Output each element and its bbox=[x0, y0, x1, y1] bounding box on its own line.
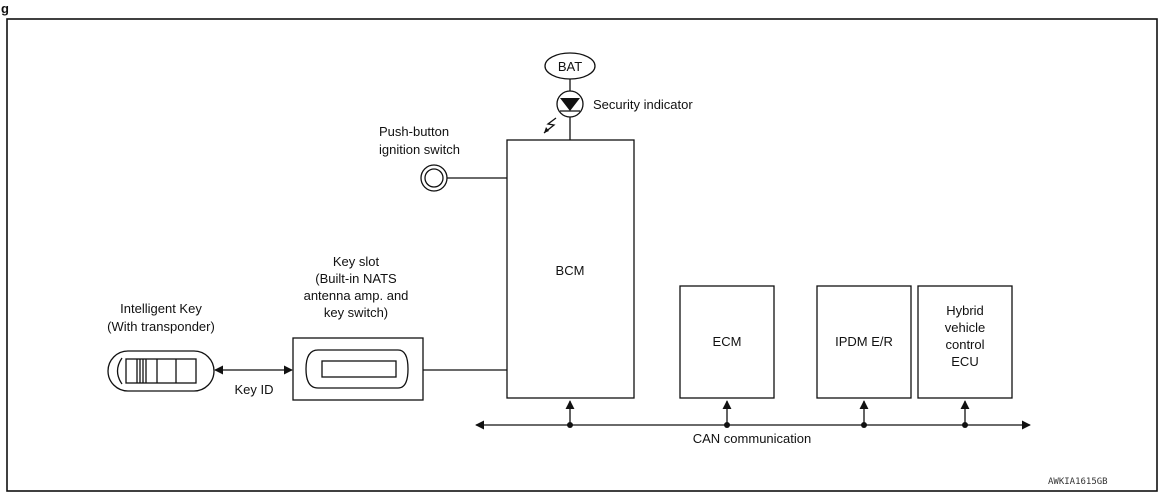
key-id-label: Key ID bbox=[234, 382, 273, 397]
intelligent-key-label-1: Intelligent Key bbox=[120, 301, 202, 316]
key-slot-label-1: Key slot bbox=[333, 254, 380, 269]
key-slot-icon bbox=[305, 349, 409, 389]
bat-label: BAT bbox=[558, 59, 582, 74]
can-communication-label: CAN communication bbox=[693, 431, 812, 446]
hybrid-ecu-block bbox=[917, 285, 1013, 399]
ipdm-block bbox=[816, 285, 912, 399]
key-slot-label-4: key switch) bbox=[324, 305, 388, 320]
ecm-label: ECM bbox=[713, 334, 742, 349]
security-indicator-led-icon bbox=[543, 90, 584, 134]
key-slot-label-3: antenna amp. and bbox=[304, 288, 409, 303]
key-slot-label-2: (Built-in NATS bbox=[315, 271, 397, 286]
hybrid-label-4: ECU bbox=[951, 354, 978, 369]
header-title: g bbox=[1, 1, 9, 16]
security-indicator-label: Security indicator bbox=[593, 97, 693, 112]
bcm-label: BCM bbox=[556, 263, 585, 278]
hybrid-label-1: Hybrid bbox=[946, 303, 984, 318]
diagram-frame bbox=[6, 18, 1158, 492]
hybrid-label-3: control bbox=[945, 337, 984, 352]
intelligent-key-label-2: (With transponder) bbox=[107, 319, 215, 334]
ecm-block bbox=[679, 285, 775, 399]
push-button-ignition-switch-icon bbox=[420, 164, 448, 192]
ipdm-label: IPDM E/R bbox=[835, 334, 893, 349]
figure-code: AWKIA1615GB bbox=[1048, 477, 1108, 487]
push-button-label-2: ignition switch bbox=[379, 142, 460, 157]
can-bus-junctions bbox=[565, 400, 970, 428]
hybrid-label-2: vehicle bbox=[945, 320, 985, 335]
bcm-block bbox=[506, 139, 635, 399]
intelligent-key-fob-icon bbox=[107, 350, 215, 392]
push-button-label-1: Push-button bbox=[379, 124, 449, 139]
